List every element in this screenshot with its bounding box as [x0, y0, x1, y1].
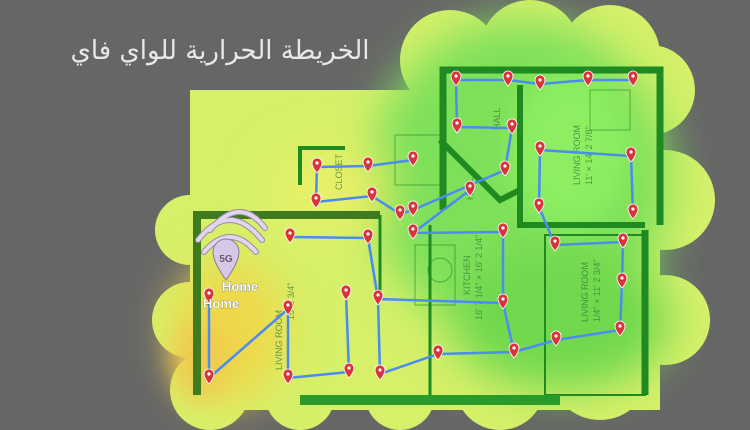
map-pin-icon: [407, 200, 419, 217]
room-label-kitchen: KITCHEN: [462, 255, 472, 295]
path-segment: [379, 149, 625, 376]
map-pin-icon: [499, 160, 511, 177]
map-pin-icon: [616, 272, 628, 289]
map-pin-icon: [625, 146, 637, 163]
map-pin-icon: [340, 284, 352, 301]
router: 5G Home Home: [195, 209, 268, 311]
map-pin-icon: [432, 344, 444, 361]
map-pin-icon: [203, 287, 215, 304]
map-pin-icon: [366, 186, 378, 203]
map-pin-icon: [284, 227, 296, 244]
map-pin-icon: [362, 228, 374, 245]
map-pin-icon: [451, 117, 463, 134]
room-dimensions: 11' × 14' 2 7/8": [584, 126, 594, 185]
map-pin-icon: [502, 70, 514, 87]
map-pin-icon: [203, 368, 215, 385]
map-pin-icon: [533, 197, 545, 214]
page-title: الخريطة الحرارية للواي فاي: [70, 36, 370, 66]
router-name-label: Home: [203, 296, 239, 311]
map-pin-icon: [508, 342, 520, 359]
map-pin-icon: [450, 70, 462, 87]
map-pin-icon: [497, 293, 509, 310]
path-segment: [314, 166, 401, 216]
router-band-label: 5G: [219, 254, 233, 265]
map-pin-icon: [362, 156, 374, 173]
map-pin-icon: [497, 222, 509, 239]
map-pin-icon: [407, 223, 419, 240]
map-pin-icon: [549, 235, 561, 252]
map-pin-icon: [407, 150, 419, 167]
map-pin-icon: [614, 320, 626, 337]
room-label-living-room: LIVING ROOM: [580, 262, 590, 322]
map-pin-icon: [311, 157, 323, 174]
map-pin-icon: [282, 299, 294, 316]
room-label-hall: HALL: [492, 107, 502, 130]
map-pin-icon: [534, 140, 546, 157]
map-pin-icon: [394, 204, 406, 221]
map-pin-icon: [534, 74, 546, 91]
map-pin-icon: [627, 203, 639, 220]
room-dimensions: 1/4" × 11' 2 3/4": [592, 259, 602, 322]
room-dimensions: 16' 7 1/4" × 16' 2 1/4": [474, 235, 484, 320]
room-label-closet: CLOSET: [334, 153, 344, 190]
floorplan-walls: [193, 66, 664, 405]
map-pin-icon: [282, 368, 294, 385]
map-pin-icon: [374, 364, 386, 381]
router-name-label: Home: [222, 279, 258, 294]
map-pin-icon: [506, 118, 518, 135]
room-label-living-room: LIVING ROOM: [274, 310, 284, 370]
map-pin-icon: [550, 330, 562, 347]
room-label-living-room: LIVING ROOM: [572, 125, 582, 185]
measurement-pins: [203, 70, 639, 385]
router-pin-icon: [212, 238, 240, 281]
map-pin-icon: [582, 70, 594, 87]
map-pin-icon: [372, 289, 384, 306]
map-pin-icon: [343, 362, 355, 379]
map-pin-icon: [617, 232, 629, 249]
map-pin-icon: [627, 70, 639, 87]
map-pin-icon: [464, 180, 476, 197]
map-pin-icon: [310, 192, 322, 209]
